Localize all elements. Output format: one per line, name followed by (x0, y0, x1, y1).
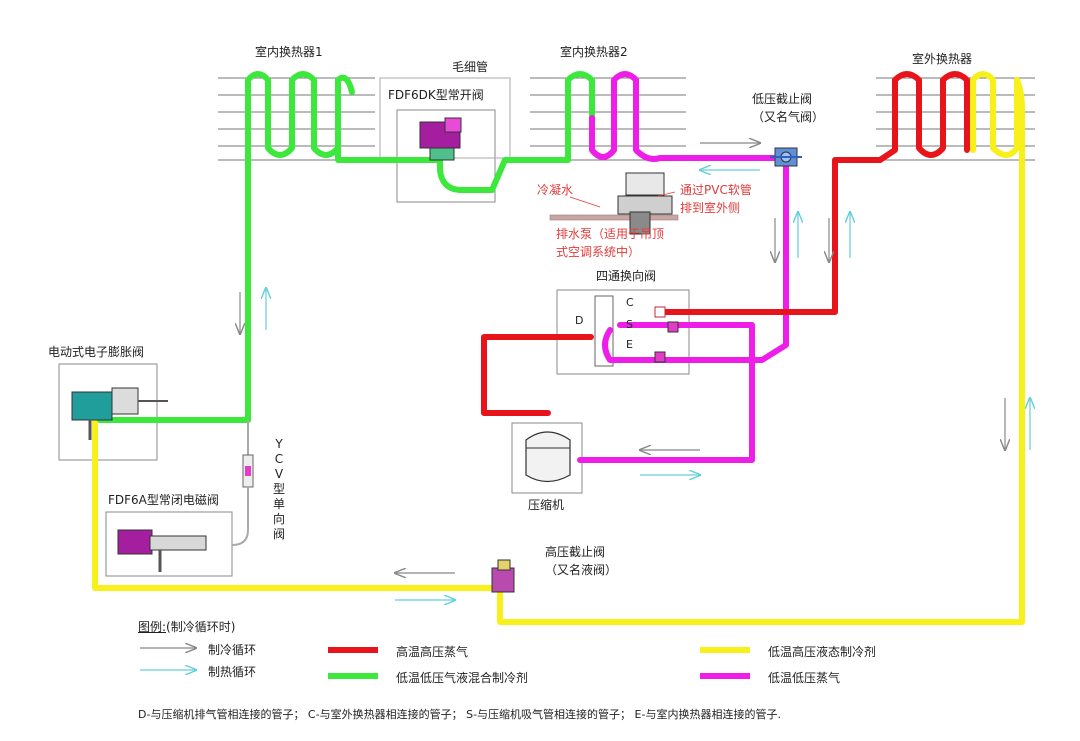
fdf6dk-valve-icon (419, 117, 462, 161)
legend-footnote: D-与压缩机排气管相连接的管子； C-与室外换热器相连接的管子； S-与压缩机吸… (138, 708, 781, 721)
port-d-label: D (575, 314, 584, 327)
compressor-icon (525, 431, 571, 483)
outdoor-hx-fins (876, 77, 1035, 161)
high-pressure-valve-icon (491, 559, 515, 593)
port-e-label: E (626, 338, 633, 351)
eev-icon (71, 387, 168, 440)
ycv-check-valve-label: YCV型单向阀 (272, 437, 285, 541)
legend-title: 图例: (138, 620, 167, 634)
high-pressure-valve-label: 高压截止阀 (545, 545, 606, 559)
yellow-pipes (92, 71, 1025, 625)
flow-arrows (240, 143, 1030, 600)
capillary-label: 毛细管 (452, 60, 489, 74)
eev-label: 电动式电子膨胀阀 (48, 345, 145, 359)
legend-label-green: 低温低压气液混合制冷剂 (396, 671, 529, 685)
legend-label-magenta: 低温低压蒸气 (768, 671, 841, 685)
red-pipes (481, 71, 970, 416)
legend-title-row: 图例:(制冷循环时) (138, 618, 235, 635)
indoor-hx1-label: 室内换热器1 (255, 45, 323, 59)
low-pressure-valve-label: 低压截止阀 (752, 92, 813, 106)
drain-pump-plate (549, 214, 679, 221)
legend-label-cool: 制冷循环 (208, 643, 257, 657)
low-pressure-valve-alias: （又名气阀） (752, 110, 825, 124)
pvc-hose-label-2: 排到室外侧 (680, 201, 741, 215)
four-way-valve-label: 四通换向阀 (596, 269, 657, 283)
compressor-label: 压缩机 (528, 498, 565, 512)
fdf6a-valve-label: FDF6A型常闭电磁阀 (108, 493, 219, 507)
indoor-hx2-fins (530, 77, 686, 161)
drain-pump-label-2: 式空调系统中） (556, 245, 641, 259)
legend-swatches (140, 648, 750, 679)
green-pipes (97, 71, 595, 423)
fdf6dk-valve-label: FDF6DK型常开阀 (388, 88, 484, 102)
low-pressure-valve-icon (770, 147, 802, 167)
legend-label-yellow: 低温高压液态制冷剂 (768, 645, 877, 659)
legend-label-heat: 制热循环 (208, 665, 257, 679)
port-s-label: S (626, 318, 633, 331)
four-way-valve-ports (654, 306, 679, 363)
outdoor-hx-label: 室外换热器 (912, 52, 973, 66)
pvc-hose-label-1: 通过PVC软管 (680, 183, 752, 197)
drain-pump-icon (617, 172, 673, 235)
port-c-label: C (626, 296, 634, 309)
legend-title-note: (制冷循环时) (166, 620, 236, 634)
ycv-check-valve-icon (231, 420, 254, 546)
fdf6a-valve-icon (117, 529, 207, 572)
drain-pump-label-1: 排水泵（适用于吊顶 (556, 227, 665, 241)
condensate-label: 冷凝水 (537, 183, 574, 197)
legend-label-red: 高温高压蒸气 (396, 645, 469, 659)
magenta-pipes (577, 71, 789, 463)
indoor-hx2-label: 室内换热器2 (560, 45, 628, 59)
high-pressure-valve-alias: （又名液阀） (545, 563, 618, 577)
four-way-valve-body (594, 295, 614, 367)
annotation-lines (569, 191, 676, 208)
